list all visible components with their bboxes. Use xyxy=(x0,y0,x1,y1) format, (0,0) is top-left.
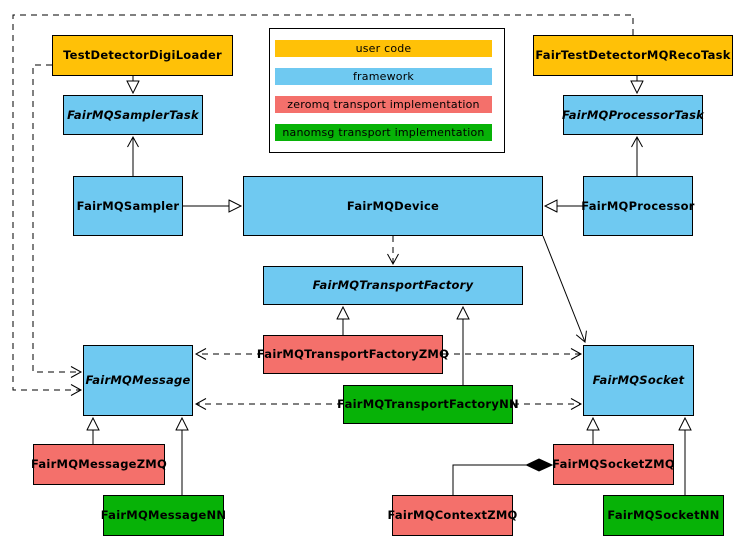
node-fairmqsocketzmq: FairMQSocketZMQ xyxy=(552,444,675,485)
edge-device-socket xyxy=(542,235,587,343)
node-fairmqsocket: FairMQSocket xyxy=(583,345,694,416)
node-fairmqmessagenn: FairMQMessageNN xyxy=(101,495,226,536)
node-fairmqsampler: FairMQSampler xyxy=(73,176,183,236)
legend-item-framework: framework xyxy=(275,68,492,85)
node-testdetectordigiloader: TestDetectorDigiLoader xyxy=(52,35,233,76)
node-fairmqmessage: FairMQMessage xyxy=(83,345,193,416)
legend: user code framework zeromq transport imp… xyxy=(269,28,505,153)
legend-item-user-code: user code xyxy=(275,40,492,57)
node-fairmqsocketnn: FairMQSocketNN xyxy=(603,495,724,536)
node-fairmqdevice: FairMQDevice xyxy=(243,176,543,236)
node-fairmqsamplertask: FairMQSamplerTask xyxy=(63,95,203,135)
legend-item-nanomsg: nanomsg transport implementation xyxy=(275,124,492,141)
node-fairtestdetectormqrecotask: FairTestDetectorMQRecoTask xyxy=(533,35,733,76)
node-fairmqtransportfactory: FairMQTransportFactory xyxy=(263,266,523,305)
node-fairmqtransportfactoryzmq: FairMQTransportFactoryZMQ xyxy=(257,335,449,374)
node-fairmqtransportfactorynn: FairMQTransportFactoryNN xyxy=(337,385,519,424)
node-fairmqcontextzmq: FairMQContextZMQ xyxy=(387,495,517,536)
node-fairmqprocessortask: FairMQProcessorTask xyxy=(562,95,704,135)
edge-contextzmq-socketzmq xyxy=(452,465,552,495)
legend-item-zeromq: zeromq transport implementation xyxy=(275,96,492,113)
node-fairmqmessagezmq: FairMQMessageZMQ xyxy=(31,444,167,485)
node-fairmqprocessor: FairMQProcessor xyxy=(581,176,694,236)
